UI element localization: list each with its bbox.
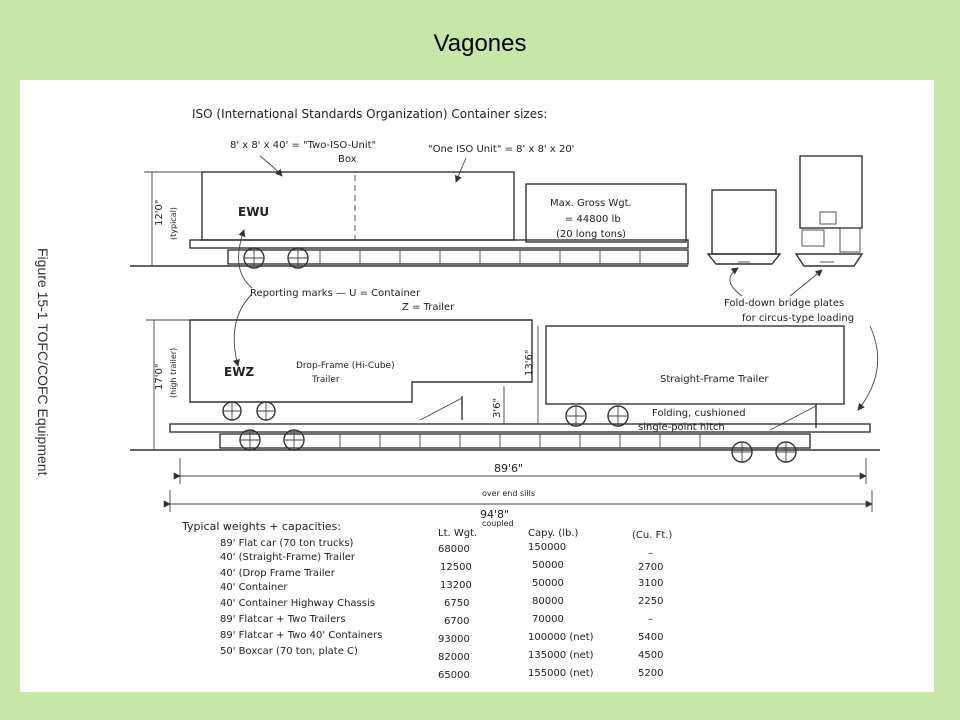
height-17-label: 17'0" [154, 364, 165, 390]
hitch-label-2: single-point hitch [638, 422, 725, 433]
reporting-marks-1: Reporting marks — U = Container [250, 288, 421, 299]
diagram-sheet: Figure 15-1 TOFC/COFC Equipment ISO (Int… [20, 80, 934, 692]
length-94-label: 94'8" [480, 508, 509, 521]
row-wgt: 65000 [438, 670, 470, 681]
slide-title: Vagones [433, 30, 527, 57]
row-capy: 50000 [532, 578, 564, 589]
row-wgt: 13200 [440, 580, 472, 591]
reporting-arrow-down [232, 293, 253, 367]
straight-frame-trailer [545, 325, 845, 405]
row-item: 89' Flatcar + Two Trailers [220, 614, 346, 625]
row-wgt: 12500 [440, 562, 472, 573]
row-capy: 80000 [532, 596, 564, 607]
row-wgt: 6750 [444, 598, 469, 609]
row-capy: 50000 [532, 560, 564, 571]
max-gross-1: Max. Gross Wgt. [550, 198, 632, 209]
one-iso-label: "One ISO Unit" = 8' x 8' x 20' [428, 144, 574, 155]
row-cuft: – [648, 548, 653, 559]
row-cuft: 2700 [638, 562, 663, 573]
two-iso-label: 8' x 8' x 40' = "Two-ISO-Unit" [230, 140, 376, 151]
table-body: 89' Flat car (70 ton trucks) 68000 15000… [220, 538, 663, 681]
end-view-container [706, 189, 782, 265]
row-cuft: 4500 [638, 650, 663, 661]
length-89-label: 89'6" [494, 462, 523, 475]
max-gross-3: (20 long tons) [556, 229, 626, 240]
row-cuft: 5400 [638, 632, 663, 643]
row-item: 40' (Straight-Frame) Trailer [220, 552, 356, 563]
one-iso-arrow [454, 157, 467, 183]
reporting-marks-2: Z = Trailer [402, 302, 455, 313]
row-item: 50' Boxcar (70 ton, plate C) [220, 646, 358, 657]
max-gross-2: = 44800 lb [565, 214, 621, 225]
tofc-car [130, 319, 880, 463]
straight-frame-label: Straight-Frame Trailer [660, 374, 769, 385]
col-header-capy: Capy. (lb.) [528, 528, 579, 539]
row-wgt: 93000 [438, 634, 470, 645]
row-item: 89' Flat car (70 ton trucks) [220, 538, 354, 549]
row-capy: 70000 [532, 614, 564, 625]
drop-frame-label-2: Trailer [311, 375, 340, 385]
two-iso-arrow [259, 155, 283, 177]
cofc-car [130, 171, 689, 269]
container-20ft [525, 183, 687, 243]
row-cuft: 3100 [638, 578, 663, 589]
reporting-arrow-up [238, 229, 253, 289]
figure-caption: Figure 15-1 TOFC/COFC Equipment [35, 248, 51, 476]
row-capy: 100000 (net) [528, 632, 594, 643]
end-view-trailer [794, 155, 864, 267]
typical-label: (typical) [169, 207, 178, 240]
ewu-mark: EWU [238, 205, 269, 219]
col-header-cuft: (Cu. Ft.) [632, 530, 672, 541]
row-cuft: 5200 [638, 668, 663, 679]
tofc-cofc-diagram: Figure 15-1 TOFC/COFC Equipment ISO (Int… [35, 107, 880, 681]
row-wgt: 82000 [438, 652, 470, 663]
height-13-6-label: 13'6" [524, 350, 535, 376]
row-item: 40' (Drop Frame Trailer [220, 568, 336, 579]
bridge-plates-2: for circus-type loading [742, 313, 854, 324]
ewz-mark: EWZ [224, 365, 254, 379]
bridge-arrow-3 [857, 325, 879, 411]
row-item: 40' Container Highway Chassis [220, 598, 375, 609]
height-3-6-label: 3'6" [492, 398, 503, 418]
coupled-label: coupled [482, 519, 514, 528]
bridge-arrow-1 [729, 267, 743, 297]
height-12-label: 12'0" [154, 200, 165, 226]
drop-frame-trailer [189, 319, 533, 403]
bridge-arrow-2 [789, 269, 823, 297]
col-header-wgt: Lt. Wgt. [438, 528, 477, 539]
over-end-sills-label: over end sills [482, 489, 535, 498]
row-capy: 135000 (net) [528, 650, 594, 661]
bridge-plates-1: Fold-down bridge plates [724, 298, 844, 309]
row-capy: 155000 (net) [528, 668, 594, 679]
row-wgt: 68000 [438, 544, 470, 555]
row-wgt: 6700 [444, 616, 469, 627]
row-item: 40' Container [220, 582, 288, 593]
row-cuft: 2250 [638, 596, 663, 607]
iso-title: ISO (International Standards Organizatio… [192, 107, 547, 121]
table-title: Typical weights + capacities: [181, 520, 341, 533]
row-cuft: – [648, 614, 653, 625]
two-iso-box-label: Box [338, 154, 357, 165]
hitch-label-1: Folding, cushioned [652, 408, 746, 419]
row-item: 89' Flatcar + Two 40' Containers [220, 630, 382, 641]
drop-frame-label-1: Drop-Frame (Hi-Cube) [296, 361, 395, 371]
row-capy: 150000 [528, 542, 566, 553]
high-trailer-label: (high trailer) [169, 348, 178, 398]
